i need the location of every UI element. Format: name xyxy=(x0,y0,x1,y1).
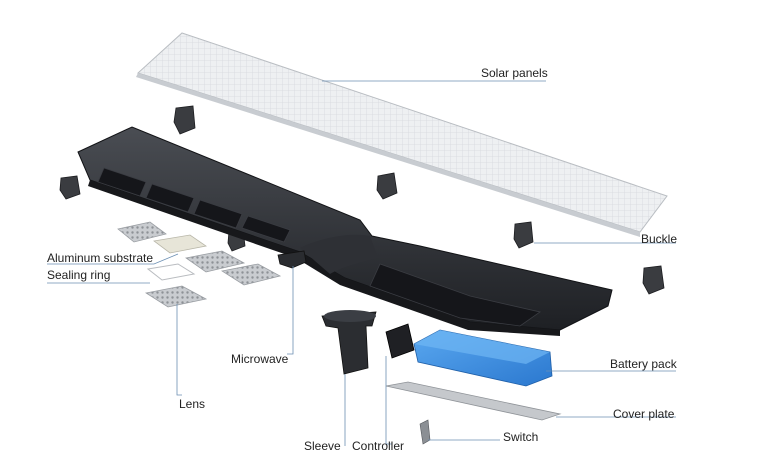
leader-lines xyxy=(47,80,676,446)
label-solar-panels: Solar panels xyxy=(481,66,548,80)
label-sleeve: Sleeve xyxy=(304,439,341,453)
sleeve xyxy=(321,310,377,375)
cover-plate xyxy=(385,381,562,421)
label-lens: Lens xyxy=(179,397,206,411)
label-battery-pack: Battery pack xyxy=(610,357,677,371)
lamp-housing xyxy=(77,126,613,336)
label-sealing-ring: Sealing ring xyxy=(47,268,111,282)
buckle-parts xyxy=(59,105,665,295)
label-buckle: Buckle xyxy=(641,232,678,246)
controller xyxy=(385,323,415,359)
label-controller: Controller xyxy=(352,439,405,453)
label-aluminum-substrate: Aluminum substrate xyxy=(47,251,154,265)
microwave-sensor xyxy=(277,250,307,269)
label-switch: Switch xyxy=(503,430,539,444)
label-cover-plate: Cover plate xyxy=(613,407,675,421)
label-microwave: Microwave xyxy=(231,352,289,366)
battery-pack xyxy=(413,329,553,387)
solar-panel xyxy=(136,32,668,237)
led-modules xyxy=(117,221,282,308)
